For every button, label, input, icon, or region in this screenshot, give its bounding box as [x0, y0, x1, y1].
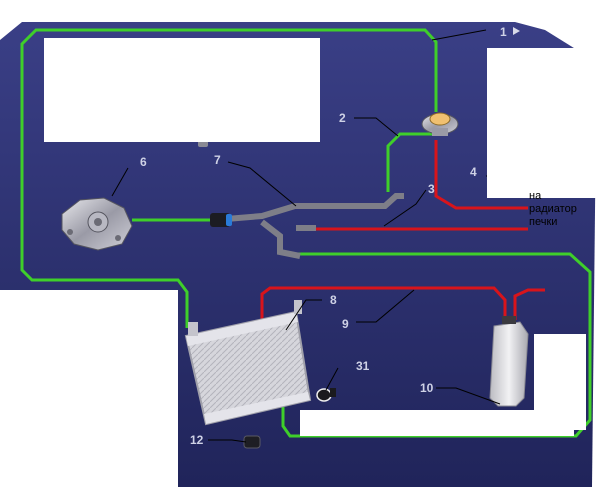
callout-12: 12: [190, 433, 204, 447]
mount-icon: [243, 435, 261, 449]
callout-9: 9: [342, 317, 349, 331]
callout-6: 6: [140, 155, 147, 169]
callout-10: 10: [420, 381, 434, 395]
water-pump-icon: [61, 197, 133, 251]
note-line-1: на: [529, 190, 542, 202]
leader-6: [111, 167, 129, 197]
leader-1: [431, 29, 487, 41]
heater-radiator-note: на радиатор печки: [529, 190, 577, 229]
leader-2: [354, 117, 399, 137]
thermostat-icon: [421, 112, 459, 136]
arrow-right-icon: [513, 27, 520, 35]
callout-2: 2: [339, 111, 346, 125]
leader-10: [436, 387, 501, 405]
callout-4: 4: [470, 165, 477, 179]
radiator-icon: [184, 300, 312, 426]
note-line-2: радиатор: [529, 203, 577, 215]
green-hose-bypass: [386, 132, 436, 192]
leader-9: [356, 289, 415, 323]
leader-3: [383, 189, 427, 227]
callout-31: 31: [356, 359, 370, 373]
expansion-tank-icon: [489, 316, 529, 407]
callout-8: 8: [330, 293, 337, 307]
callout-3: 3: [428, 182, 435, 196]
red-hose-radiator-top: [260, 286, 507, 322]
leader-31: [325, 367, 339, 391]
red-hose-thermostat: [434, 140, 528, 210]
note-line-3: печки: [529, 216, 558, 228]
leader-12: [208, 439, 247, 443]
green-hose-main-loop: [20, 28, 438, 328]
blank-area-left: [0, 290, 178, 487]
blank-area-top-right: [487, 48, 600, 198]
callout-1: 1: [500, 25, 507, 39]
sensor-icon: [316, 388, 336, 402]
blank-area-bottom: [300, 410, 574, 436]
blank-area-right-bottom: [534, 334, 586, 430]
leader-7: [227, 161, 297, 207]
coolant-pipe-assembly: [210, 193, 404, 259]
leader-8: [285, 299, 322, 331]
blank-area-top-left: [44, 38, 320, 142]
red-hose-tank: [513, 288, 545, 320]
callout-leaders: [111, 29, 527, 443]
callout-7: 7: [214, 153, 221, 167]
